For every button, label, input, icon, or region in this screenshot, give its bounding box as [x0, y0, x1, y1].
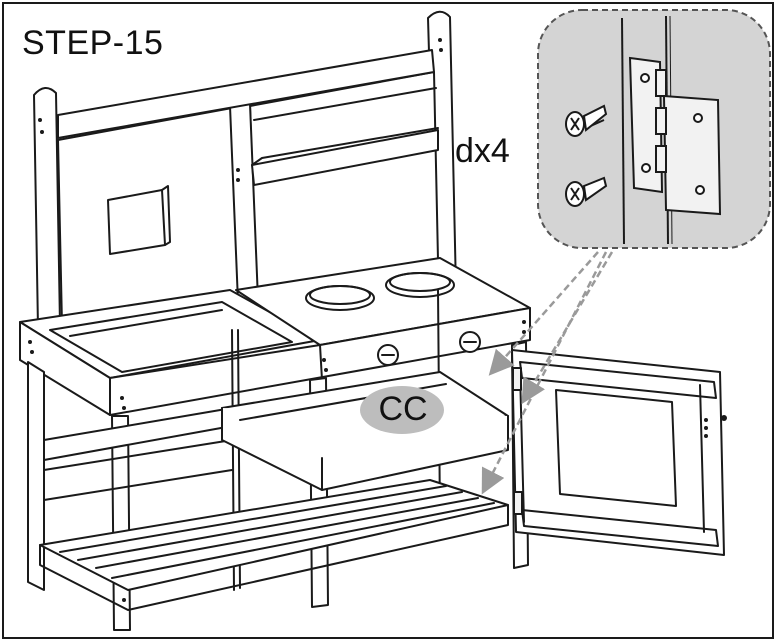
screw-icon: [565, 104, 608, 137]
top-rail: [57, 49, 435, 139]
guide-arrows: [481, 251, 614, 495]
wall-plaque: [107, 189, 166, 255]
hinge-icon: [628, 56, 722, 216]
part-label-cc: CC: [378, 390, 428, 428]
front-left-leg: [27, 361, 45, 591]
step-title: STEP-15: [22, 24, 164, 62]
hardware-quantity-label: dx4: [455, 132, 510, 170]
middle-shelf-left: [43, 407, 233, 461]
left-back-post: [33, 87, 61, 329]
upper-shelf: [251, 129, 439, 186]
screw-icon: [565, 176, 608, 207]
part-label-badge: [360, 386, 444, 434]
detail-callout: [537, 9, 771, 249]
